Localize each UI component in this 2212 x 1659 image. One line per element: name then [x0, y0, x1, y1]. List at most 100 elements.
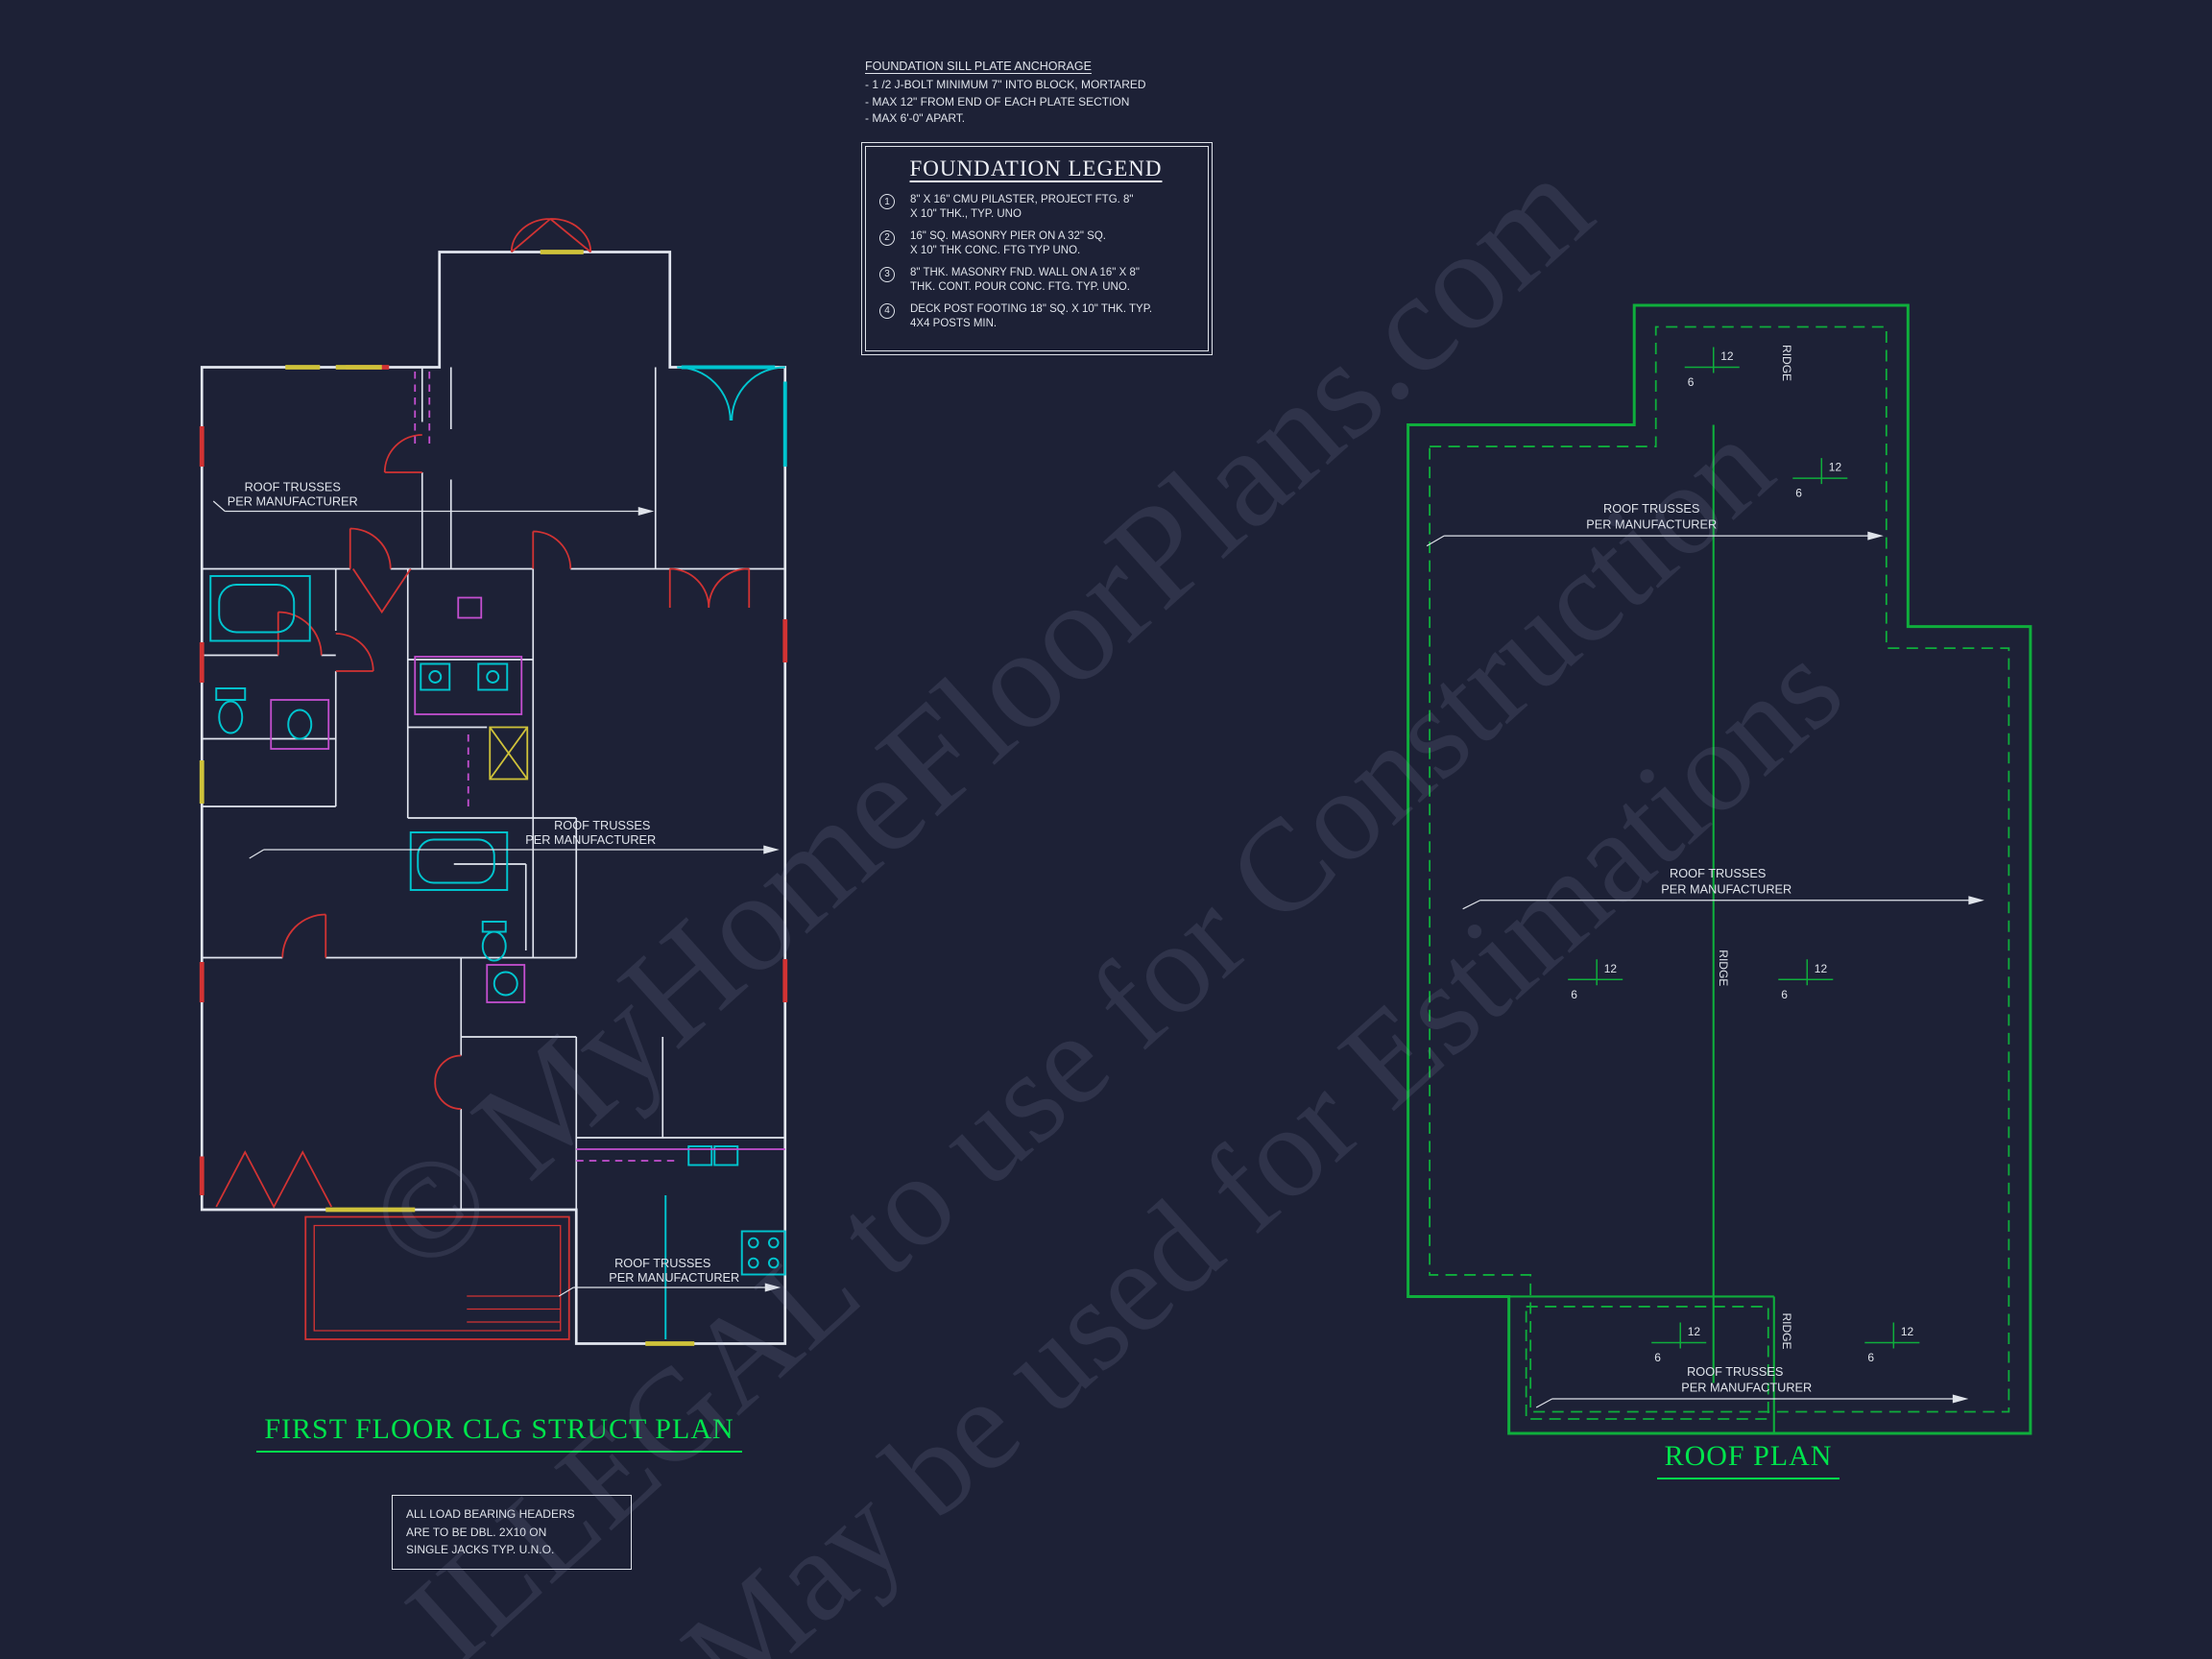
floor-plan-title: FIRST FLOOR CLG STRUCT PLAN — [230, 1413, 768, 1453]
truss-annotation: ROOF TRUSSES PER MANUFACTURER — [1535, 1364, 1969, 1408]
attic-access-box — [489, 726, 529, 781]
pitch-rise-label: 12 — [1688, 1325, 1701, 1338]
ridge-label: RIDGE — [1717, 950, 1730, 986]
legend-item-line1: 8" X 16" CMU PILASTER, PROJECT FTG. 8" — [910, 194, 1134, 205]
pitch-rise-label: 12 — [1815, 962, 1828, 975]
anchorage-note-3: - MAX 6'-0" APART. — [865, 110, 966, 125]
sink-upper — [287, 709, 313, 740]
header-note-box: ALL LOAD BEARING HEADERS ARE TO BE DBL. … — [392, 1495, 632, 1570]
bathtub-middle — [409, 831, 509, 891]
truss-label: ROOF TRUSSES — [1687, 1364, 1783, 1379]
truss-label: ROOF TRUSSES — [554, 818, 650, 832]
legend-item-number: 2 — [879, 229, 895, 246]
roof-pitch-symbols: 12 6 12 6 12 6 12 6 12 6 — [1568, 347, 1920, 1364]
truss-label: PER MANUFACTURER — [228, 494, 358, 509]
truss-label: PER MANUFACTURER — [609, 1270, 739, 1285]
truss-label: ROOF TRUSSES — [614, 1256, 710, 1270]
pitch-symbol: 12 6 — [1778, 959, 1834, 1001]
legend-item-number: 4 — [879, 302, 895, 319]
truss-annotation: ROOF TRUSSES PER MANUFACTURER — [1462, 866, 1984, 910]
pitch-rise-label: 12 — [1604, 962, 1618, 975]
roof-annotations-layer: ROOF TRUSSES PER MANUFACTURER ROOF TRUSS… — [1426, 501, 1984, 1408]
pitch-run-label: 6 — [1795, 487, 1802, 500]
legend-item: 2 16" SQ. MASONRY PIER ON A 32" SQ. X 10… — [879, 229, 1192, 258]
toilet-middle — [481, 921, 507, 962]
legend-item-text: 16" SQ. MASONRY PIER ON A 32" SQ. X 10" … — [910, 229, 1192, 258]
stove — [740, 1230, 786, 1276]
arrowhead — [764, 1283, 781, 1292]
vanity-counter-middle — [414, 656, 523, 715]
pitch-rise-label: 12 — [1720, 349, 1734, 363]
legend-item-line2: X 10" THK., TYP. UNO — [910, 207, 1022, 220]
arrowhead — [637, 507, 655, 516]
floor-red-layer — [199, 218, 788, 1340]
legend-item-line1: 8" THK. MASONRY FND. WALL ON A 16" X 8" — [910, 266, 1140, 278]
ridge-lines — [1508, 424, 1775, 1433]
legend-item-line2: 4X4 POSTS MIN. — [910, 317, 998, 329]
floor-walls-layer — [200, 251, 787, 1345]
kitchen-sink — [687, 1145, 739, 1166]
legend-item-text: 8" X 16" CMU PILASTER, PROJECT FTG. 8" X… — [910, 193, 1192, 222]
truss-label: PER MANUFACTURER — [1681, 1380, 1812, 1394]
truss-annotation: ROOF TRUSSES PER MANUFACTURER — [1426, 501, 1884, 547]
legend-item-line1: DECK POST FOOTING 18" SQ. X 10" THK. TYP… — [910, 302, 1153, 315]
truss-label: PER MANUFACTURER — [525, 832, 656, 847]
pitch-symbol: 12 6 — [1792, 458, 1848, 500]
pitch-run-label: 6 — [1688, 375, 1695, 389]
truss-annotation: ROOF TRUSSES PER MANUFACTURER — [249, 818, 780, 859]
legend-item-line1: 16" SQ. MASONRY PIER ON A 32" SQ. — [910, 229, 1106, 242]
floor-plan-title-text: FIRST FLOOR CLG STRUCT PLAN — [256, 1413, 742, 1453]
legend-item-text: 8" THK. MASONRY FND. WALL ON A 16" X 8" … — [910, 266, 1192, 295]
header-note-line3: SINGLE JACKS TYP. U.N.O. — [406, 1543, 555, 1557]
arrowhead — [1952, 1394, 1969, 1404]
sink-middle — [493, 971, 518, 997]
legend-item-text: DECK POST FOOTING 18" SQ. X 10" THK. TYP… — [910, 302, 1192, 331]
pitch-rise-label: 12 — [1829, 461, 1842, 474]
legend-item: 4 DECK POST FOOTING 18" SQ. X 10" THK. T… — [879, 302, 1192, 331]
hall-cabinet — [457, 596, 483, 619]
anchorage-note-2: - MAX 12" FROM END OF EACH PLATE SECTION — [865, 94, 1130, 108]
pitch-symbol: 12 6 — [1651, 1322, 1707, 1364]
arrowhead — [763, 845, 780, 854]
truss-label: PER MANUFACTURER — [1586, 517, 1717, 532]
arrowhead — [1968, 896, 1984, 905]
pitch-symbol: 12 6 — [1568, 959, 1623, 1001]
foundation-legend-title: FOUNDATION LEGEND — [909, 156, 1163, 180]
truss-annotation: ROOF TRUSSES PER MANUFACTURER — [558, 1256, 781, 1297]
arrowhead — [1867, 531, 1884, 541]
legend-item-line2: X 10" THK CONC. FTG TYP UNO. — [910, 244, 1081, 256]
foundation-legend: FOUNDATION LEGEND 1 8" X 16" CMU PILASTE… — [861, 142, 1213, 355]
roof-outline-layer — [1407, 303, 2032, 1435]
legend-item: 3 8" THK. MASONRY FND. WALL ON A 16" X 8… — [879, 266, 1192, 295]
floor-annotations-layer: ROOF TRUSSES PER MANUFACTURER ROOF TRUSS… — [212, 480, 781, 1297]
floor-magenta-layer — [270, 372, 785, 1162]
floor-cyan-layer — [209, 365, 787, 1339]
pitch-run-label: 6 — [1654, 1351, 1661, 1364]
truss-label: ROOF TRUSSES — [1603, 501, 1699, 516]
pitch-symbol: 12 6 — [1684, 347, 1740, 389]
truss-label: ROOF TRUSSES — [245, 480, 341, 494]
roof-plan-drawing: 12 6 12 6 12 6 12 6 12 6 — [1407, 303, 2032, 1435]
legend-item-number: 3 — [879, 266, 895, 282]
truss-annotation: ROOF TRUSSES PER MANUFACTURER — [212, 480, 655, 516]
truss-label: PER MANUFACTURER — [1661, 881, 1791, 896]
sink-counter-middle — [486, 964, 526, 1003]
double-vanity-sinks — [420, 662, 509, 691]
header-note-line1: ALL LOAD BEARING HEADERS — [406, 1507, 575, 1521]
pitch-run-label: 6 — [1781, 988, 1788, 1001]
garage-door-arcs — [677, 366, 785, 421]
pitch-run-label: 6 — [1867, 1351, 1874, 1364]
legend-item: 1 8" X 16" CMU PILASTER, PROJECT FTG. 8"… — [879, 193, 1192, 222]
vanity-counter-upper — [270, 699, 330, 750]
foundation-legend-inner-border: FOUNDATION LEGEND 1 8" X 16" CMU PILASTE… — [865, 146, 1209, 351]
ridge-labels: RIDGE RIDGE RIDGE — [1717, 345, 1793, 1349]
garage-wall-accent — [681, 365, 787, 467]
pitch-symbol: 12 6 — [1864, 1322, 1920, 1364]
roof-overhang-layer — [1429, 325, 2010, 1420]
roof-plan-title-text: ROOF PLAN — [1656, 1440, 1840, 1479]
pitch-run-label: 6 — [1571, 988, 1577, 1001]
ridge-label: RIDGE — [1780, 345, 1793, 381]
pitch-rise-label: 12 — [1901, 1325, 1914, 1338]
anchorage-title: FOUNDATION SILL PLATE ANCHORAGE — [865, 60, 1092, 73]
